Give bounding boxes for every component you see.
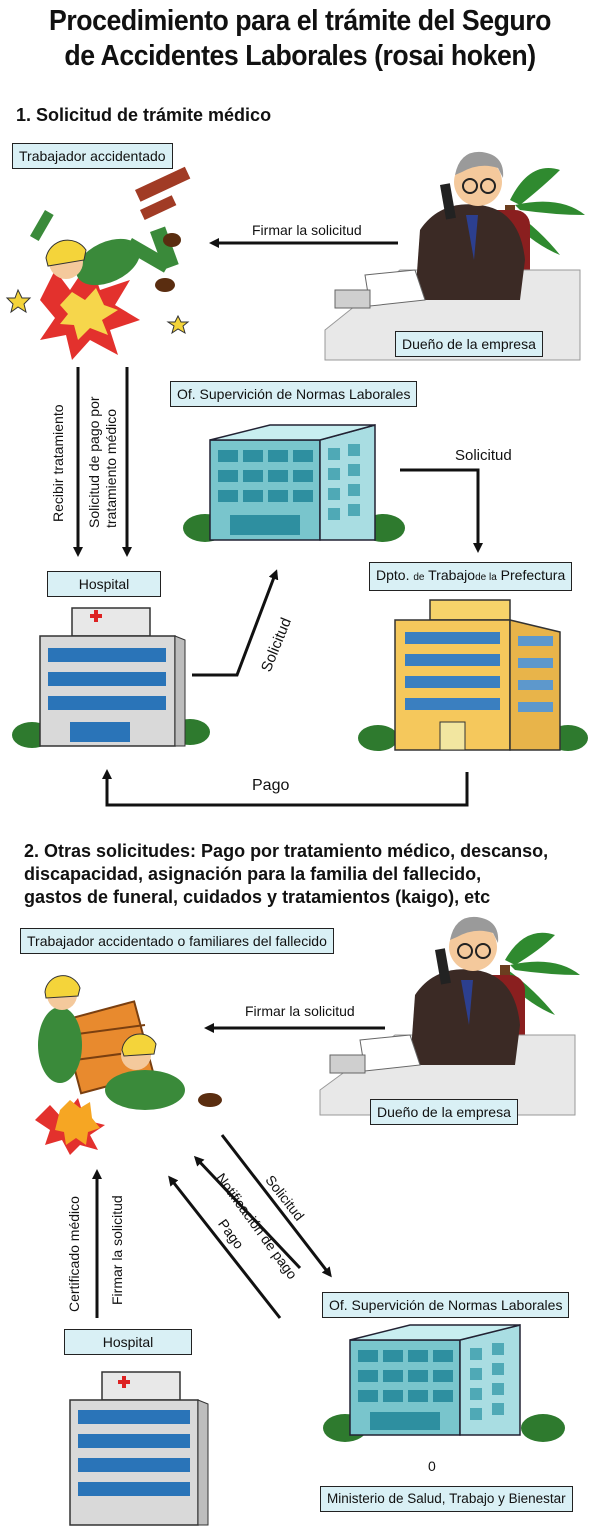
section-2-heading-line-2: discapacidad, asignación para la familia…: [24, 864, 482, 884]
arrow-label-payment-request: Solicitud de pago por tratamiento médico: [86, 396, 120, 528]
label-injured-worker: Trabajador accidentado: [12, 143, 173, 169]
prefecture-building-icon: [358, 599, 588, 751]
arrow-request-to-supervision-2: [220, 1134, 332, 1278]
hospital-building-icon: [69, 1371, 209, 1526]
label-worker-or-family: Trabajador accidentado o familiares del …: [20, 928, 334, 954]
arrow-label-sign-request: Firmar la solicitud: [252, 222, 362, 238]
section-2-heading-line-3: gastos de funeral, cuidados y tratamient…: [24, 887, 491, 907]
arrow-label-receive-treatment: Recibir tratamiento: [50, 404, 66, 523]
title-line-1: Procedimiento para el trámite del Seguro: [48, 5, 552, 37]
arrow-request-to-supervision: [192, 569, 279, 677]
payment-request-line-2: tratamiento médico: [103, 408, 119, 528]
prefecture-de: de: [413, 572, 425, 583]
arrow-label-payment: Pago: [252, 777, 290, 794]
arrow-payment-to-hospital: [102, 769, 469, 807]
prefecture-suffix: Prefectura: [500, 567, 566, 583]
page-title: Procedimiento para el trámite del Seguro…: [24, 4, 576, 74]
label-company-owner: Dueño de la empresa: [395, 331, 543, 357]
label-company-owner-2: Dueño de la empresa: [370, 1099, 518, 1125]
section-1-heading: 1. Solicitud de trámite médico: [16, 105, 272, 125]
label-ministry-health: Ministerio de Salud, Trabajo y Bienestar: [320, 1486, 573, 1512]
injured-worker-icon: [5, 166, 191, 360]
prefecture-dela: de la: [475, 572, 497, 583]
section-2-heading-line-1: 2. Otras solicitudes: Pago por tratamien…: [24, 841, 549, 861]
arrow-label-medical-certificate: Certificado médico: [66, 1196, 82, 1312]
section-2-heading: 2. Otras solicitudes: Pago por tratamien…: [24, 840, 548, 909]
hospital-building-icon: [12, 607, 210, 748]
prefecture-trabajo: Trabajo: [428, 567, 476, 583]
arrow-payment-2: [168, 1175, 282, 1319]
arrow-payment-notice: [193, 1155, 302, 1270]
payment-request-line-1: Solicitud de pago por: [86, 396, 102, 528]
boss-on-phone-icon: [319, 916, 580, 1116]
label-labor-supervision-office: Of. Supervición de Normas Laborales: [170, 381, 418, 407]
workers-with-crate-icon: [35, 975, 222, 1155]
label-hospital: Hospital: [47, 571, 161, 597]
prefecture-prefix: Dpto.: [376, 567, 410, 583]
boss-on-phone-icon: [324, 151, 585, 361]
title-line-2: de Accidentes Laborales (rosai hoken): [64, 40, 536, 72]
label-hospital-2: Hospital: [64, 1329, 192, 1355]
arrow-label-sign-request-3: Firmar la solicitud: [109, 1195, 125, 1305]
arrow-label-request-right: Solicitud: [455, 447, 512, 464]
label-labor-supervision-office-2: Of. Supervición de Normas Laborales: [322, 1292, 570, 1318]
arrow-request-to-prefecture: [400, 468, 483, 553]
label-prefecture-labor-dept: Dpto. de Trabajode la Prefectura: [369, 562, 573, 591]
arrow-label-sign-request-2: Firmar la solicitud: [245, 1003, 355, 1019]
ministry-marker: 0: [428, 1458, 436, 1474]
office-building-icon: [323, 1324, 565, 1442]
office-building-icon: [183, 424, 405, 542]
